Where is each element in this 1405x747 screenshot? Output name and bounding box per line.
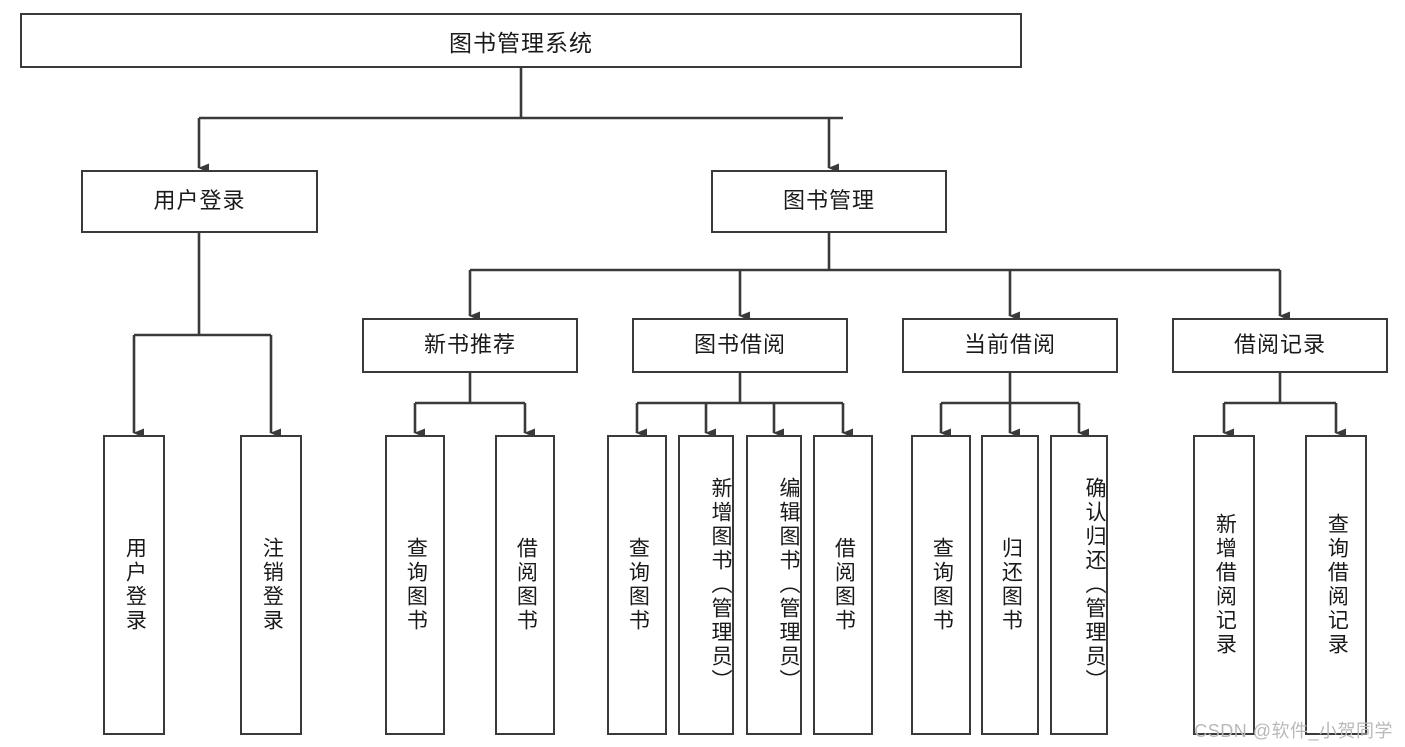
node-leaf-borrow-query[interactable]: 查询图书	[607, 435, 667, 735]
watermark-text: CSDN @软件_小贺同学	[1194, 721, 1393, 741]
node-root-label: 图书管理系统	[449, 29, 593, 56]
node-book-borrow[interactable]: 图书借阅	[632, 318, 848, 373]
node-current-borrow[interactable]: 当前借阅	[902, 318, 1118, 373]
node-leaf-user-login[interactable]: 用户登录	[103, 435, 165, 735]
node-leaf-borrow-do[interactable]: 借阅图书	[813, 435, 873, 735]
node-leaf-cur-query[interactable]: 查询图书	[911, 435, 971, 735]
node-current-borrow-label: 当前借阅	[963, 332, 1056, 358]
node-book-mgmt-label: 图书管理	[782, 188, 875, 214]
node-new-book-rec-label: 新书推荐	[423, 332, 516, 358]
node-leaf-borrow-add[interactable]: 新增图书（管理员）	[678, 435, 734, 735]
node-leaf-cur-query-label: 查询图书	[930, 537, 954, 633]
node-leaf-cur-confirm[interactable]: 确认归还（管理员）	[1050, 435, 1108, 735]
node-leaf-rec-query-label: 查询图书	[404, 537, 428, 633]
node-leaf-rec-search-label: 查询借阅记录	[1325, 513, 1349, 657]
node-leaf-rec-add[interactable]: 新增借阅记录	[1193, 435, 1255, 735]
node-leaf-rec-search[interactable]: 查询借阅记录	[1305, 435, 1367, 735]
node-borrow-record[interactable]: 借阅记录	[1172, 318, 1388, 373]
node-leaf-rec-borrow[interactable]: 借阅图书	[495, 435, 555, 735]
node-leaf-cur-confirm-label: 确认归还（管理员）	[1083, 477, 1106, 693]
node-leaf-borrow-add-label: 新增图书（管理员）	[709, 477, 732, 693]
node-root[interactable]: 图书管理系统	[20, 13, 1022, 68]
node-leaf-cur-return[interactable]: 归还图书	[981, 435, 1039, 735]
node-borrow-record-label: 借阅记录	[1233, 332, 1326, 358]
node-leaf-user-login-label: 用户登录	[123, 537, 147, 633]
node-book-borrow-label: 图书借阅	[693, 332, 786, 358]
node-leaf-borrow-edit[interactable]: 编辑图书（管理员）	[746, 435, 802, 735]
node-user-login[interactable]: 用户登录	[81, 170, 318, 233]
node-leaf-cur-return-label: 归还图书	[999, 537, 1023, 633]
node-leaf-logout-label: 注销登录	[260, 537, 284, 633]
node-leaf-rec-query[interactable]: 查询图书	[385, 435, 445, 735]
node-leaf-borrow-query-label: 查询图书	[626, 537, 650, 633]
node-leaf-logout[interactable]: 注销登录	[240, 435, 302, 735]
node-leaf-rec-add-label: 新增借阅记录	[1213, 513, 1237, 657]
node-book-mgmt[interactable]: 图书管理	[711, 170, 947, 233]
node-leaf-borrow-do-label: 借阅图书	[832, 537, 856, 633]
node-new-book-rec[interactable]: 新书推荐	[362, 318, 578, 373]
node-leaf-rec-borrow-label: 借阅图书	[514, 537, 538, 633]
node-user-login-label: 用户登录	[153, 188, 246, 214]
node-leaf-borrow-edit-label: 编辑图书（管理员）	[777, 477, 800, 693]
